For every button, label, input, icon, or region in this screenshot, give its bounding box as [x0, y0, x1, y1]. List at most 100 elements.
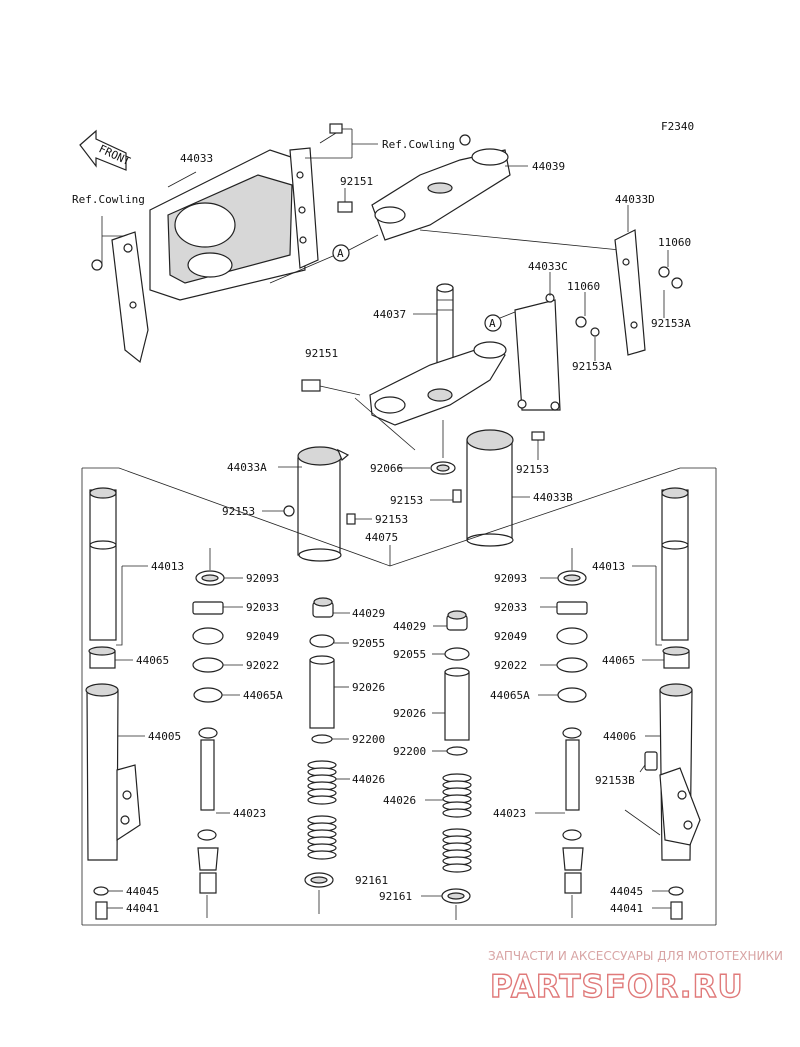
label-44065a-right: 44065A	[490, 689, 530, 702]
label-92022-left: 92022	[246, 659, 279, 672]
marker-a-circle-2	[484, 314, 502, 332]
marker-a-label: A	[337, 247, 344, 260]
washer-44045-left	[93, 886, 109, 896]
label-92151-top: 92151	[340, 175, 373, 188]
ref-cowling-label-2: Ref.Cowling	[72, 193, 145, 206]
bolt-icon-92153-mid2	[346, 513, 356, 525]
label-92055-a: 92055	[352, 637, 385, 650]
bolt-icon-upper	[319, 123, 343, 144]
bolt-44041-left	[95, 901, 108, 920]
label-44005: 44005	[148, 730, 181, 743]
spacer-92026-b	[444, 667, 470, 741]
label-92200-b: 92200	[393, 745, 426, 758]
label-92049-right: 92049	[494, 630, 527, 643]
label-44013-right: 44013	[592, 560, 625, 573]
label-44065-left: 44065	[136, 654, 169, 667]
damper-rod-44023-right	[562, 739, 584, 894]
label-92153b: 92153B	[595, 774, 635, 787]
label-44006: 44006	[603, 730, 636, 743]
label-44026-b: 44026	[383, 794, 416, 807]
marker-a-circle	[332, 244, 350, 262]
bolt-icon-92153-center	[531, 431, 545, 441]
label-44045-left: 44045	[126, 885, 159, 898]
spring-44026-b	[442, 773, 472, 873]
cap-bolt-44029-b	[446, 610, 468, 631]
upper-triple-clamp-44039	[337, 134, 511, 241]
seal-stack-left	[192, 570, 225, 739]
figure-code: F2340	[661, 120, 694, 133]
bolt-icon-left	[91, 259, 103, 271]
label-44023-right: 44023	[493, 807, 526, 820]
oring-92055-a	[309, 634, 335, 648]
washer-44045-right	[668, 886, 684, 896]
label-92022-right: 92022	[494, 659, 527, 672]
label-92153-center: 92153	[516, 463, 549, 476]
label-44037: 44037	[373, 308, 406, 321]
seat-92161-b	[441, 888, 471, 904]
inner-tube-44013-right	[661, 487, 689, 641]
label-44033a: 44033A	[227, 461, 267, 474]
nut-icon-11060-right	[658, 266, 683, 289]
label-44023-left: 44023	[233, 807, 266, 820]
label-44029-a: 44029	[352, 607, 385, 620]
label-92151-mid: 92151	[305, 347, 338, 360]
ref-cowling-label-1: Ref.Cowling	[382, 138, 455, 151]
label-44013-left: 44013	[151, 560, 184, 573]
bushing-44065-left	[88, 646, 116, 669]
label-44075: 44075	[365, 531, 398, 544]
damper-rod-44023-left	[197, 739, 219, 894]
label-92153a-right: 92153A	[651, 317, 691, 330]
bolt-44041-right	[670, 901, 683, 920]
label-92153-mid2: 92153	[375, 513, 408, 526]
bearing-92066	[430, 461, 456, 475]
seat-92161-a	[304, 872, 334, 888]
cap-44033a	[297, 446, 350, 562]
bracket-44033c	[514, 293, 561, 411]
label-92161-a: 92161	[355, 874, 388, 887]
label-92026-a: 92026	[352, 681, 385, 694]
watermark-brand: PARTSFOR.RU	[490, 969, 744, 1005]
label-44065-right: 44065	[602, 654, 635, 667]
marker-a-label-2: A	[489, 317, 496, 330]
label-44029-b: 44029	[393, 620, 426, 633]
watermark-tagline: ЗАПЧАСТИ И АКСЕССУАРЫ ДЛЯ МОТОТЕХНИКИ	[488, 949, 783, 963]
label-44033c: 44033C	[528, 260, 568, 273]
label-44033d: 44033D	[615, 193, 655, 206]
label-92153a-mid: 92153A	[572, 360, 612, 373]
oring-92055-b	[444, 647, 470, 661]
label-11060-right: 11060	[658, 236, 691, 249]
spacer-92026-a	[309, 655, 335, 729]
label-92161-b: 92161	[379, 890, 412, 903]
seal-stack-right	[556, 570, 588, 739]
label-44041-right: 44041	[610, 902, 643, 915]
label-11060-mid: 11060	[567, 280, 600, 293]
label-44026-a: 44026	[352, 773, 385, 786]
label-44041-left: 44041	[126, 902, 159, 915]
washer-92200-a	[311, 734, 333, 744]
label-44033b: 44033B	[533, 491, 573, 504]
cap-bolt-44029-a	[312, 597, 334, 618]
outer-tube-44005	[85, 683, 141, 861]
label-92200-a: 92200	[352, 733, 385, 746]
outer-tube-44006	[624, 683, 701, 861]
label-44045-right: 44045	[610, 885, 643, 898]
steering-stem-44037	[369, 283, 507, 426]
inner-tube-44013-left	[89, 487, 117, 641]
bolt-icon-92153-left	[283, 505, 295, 517]
label-44065a-left: 44065A	[243, 689, 283, 702]
label-92093-right: 92093	[494, 572, 527, 585]
label-92093-left: 92093	[246, 572, 279, 585]
cap-44033b	[466, 429, 514, 547]
label-92033-right: 92033	[494, 601, 527, 614]
front-arrow-icon	[79, 129, 127, 171]
label-44039: 44039	[532, 160, 565, 173]
cowling-bracket-44033	[111, 147, 319, 364]
bolt-icon-92151-mid	[301, 379, 361, 396]
spring-44026-a	[307, 760, 337, 860]
label-92026-b: 92026	[393, 707, 426, 720]
bolt-icon-92153-lower	[452, 489, 462, 503]
nut-icon-11060-mid	[575, 316, 600, 337]
label-92055-b: 92055	[393, 648, 426, 661]
label-92153-lower: 92153	[390, 494, 423, 507]
bracket-44033d	[614, 229, 646, 356]
